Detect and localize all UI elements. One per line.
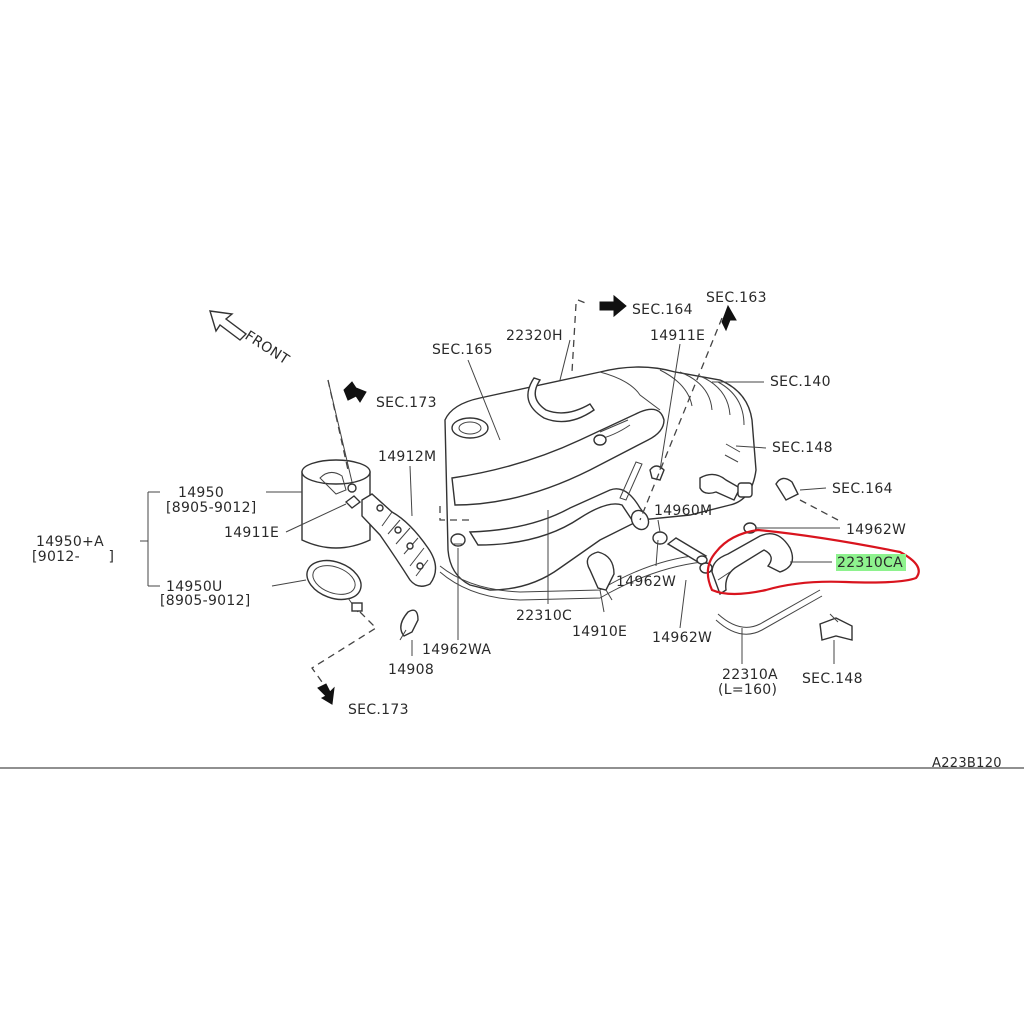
label-14911e-top: 14911E	[650, 328, 705, 344]
front-label: FRONT	[242, 328, 292, 368]
arrow-sec164-top-icon	[599, 294, 627, 318]
bracket-sec148	[819, 613, 853, 641]
label-sec148-top: SEC.148	[772, 440, 833, 456]
dash-sec173-bottom	[311, 611, 378, 683]
label-14911e-left: 14911E	[224, 525, 279, 541]
label-sec173-bottom: SEC.173	[348, 702, 409, 718]
dash-sec163	[639, 317, 723, 521]
dash-sec164-top	[571, 299, 589, 373]
arrow-sec173-bottom-icon	[317, 683, 335, 705]
leader-lines	[140, 339, 840, 664]
label-sec165: SEC.165	[432, 342, 493, 358]
label-sec148-bottom: SEC.148	[802, 671, 863, 687]
label-22310a-length: (L=160)	[718, 682, 777, 698]
fitting-sec164	[775, 477, 799, 501]
arrow-sec173-top-icon	[343, 381, 367, 403]
label-14908: 14908	[388, 662, 434, 678]
dash-left-box	[439, 506, 470, 521]
hose-22320h	[527, 377, 595, 423]
label-22320h: 22320H	[506, 328, 563, 344]
canister-14950	[301, 459, 371, 549]
label-sec164-right: SEC.164	[832, 481, 893, 497]
clip-14962w-low	[699, 562, 713, 574]
label-14910e: 14910E	[572, 624, 627, 640]
label-14962w-right: 14962W	[846, 522, 906, 538]
dash-right	[799, 499, 839, 521]
label-14960m: 14960M	[654, 503, 712, 519]
arrow-sec163-icon	[721, 304, 737, 332]
band-14910e	[586, 551, 615, 601]
clip-14962wa	[450, 533, 466, 547]
label-14962w-low: 14962W	[652, 630, 712, 646]
fitting-14960m	[666, 537, 708, 565]
label-14950a-range: [9012- ]	[32, 549, 114, 565]
highlight-circle	[706, 528, 920, 596]
label-14912m: 14912M	[378, 449, 436, 465]
label-14962w-mid: 14962W	[616, 574, 676, 590]
label-sec140: SEC.140	[770, 374, 831, 390]
clamp-14911e	[344, 495, 362, 509]
label-14950u-range: [8905-9012]	[160, 593, 251, 609]
label-sec173-top: SEC.173	[376, 395, 437, 411]
label-14950u: 14950U	[166, 579, 223, 595]
label-22310a: 22310A	[722, 667, 778, 683]
label-14950a: 14950+A	[36, 534, 104, 550]
label-22310c: 22310C	[516, 608, 572, 624]
label-14962wa: 14962WA	[422, 642, 491, 658]
label-sec164-top: SEC.164	[632, 302, 693, 318]
hose-22310a	[715, 589, 823, 635]
hose-22310ca	[711, 533, 794, 596]
tie-14908	[399, 609, 419, 641]
corrugated-hose-14912m	[361, 493, 437, 587]
diagram-code: A223B120	[932, 756, 1002, 771]
label-14950: 14950	[178, 485, 224, 501]
label-22310ca: 22310CA	[837, 555, 903, 571]
highlight-marker	[836, 554, 906, 571]
clip-14962w-mid	[652, 531, 668, 545]
front-arrow-icon	[209, 310, 248, 341]
intake-manifold-drawing	[439, 366, 757, 601]
label-14950-range: [8905-9012]	[166, 500, 257, 516]
label-sec163: SEC.163	[706, 290, 767, 306]
gasket-14950u	[306, 559, 363, 613]
